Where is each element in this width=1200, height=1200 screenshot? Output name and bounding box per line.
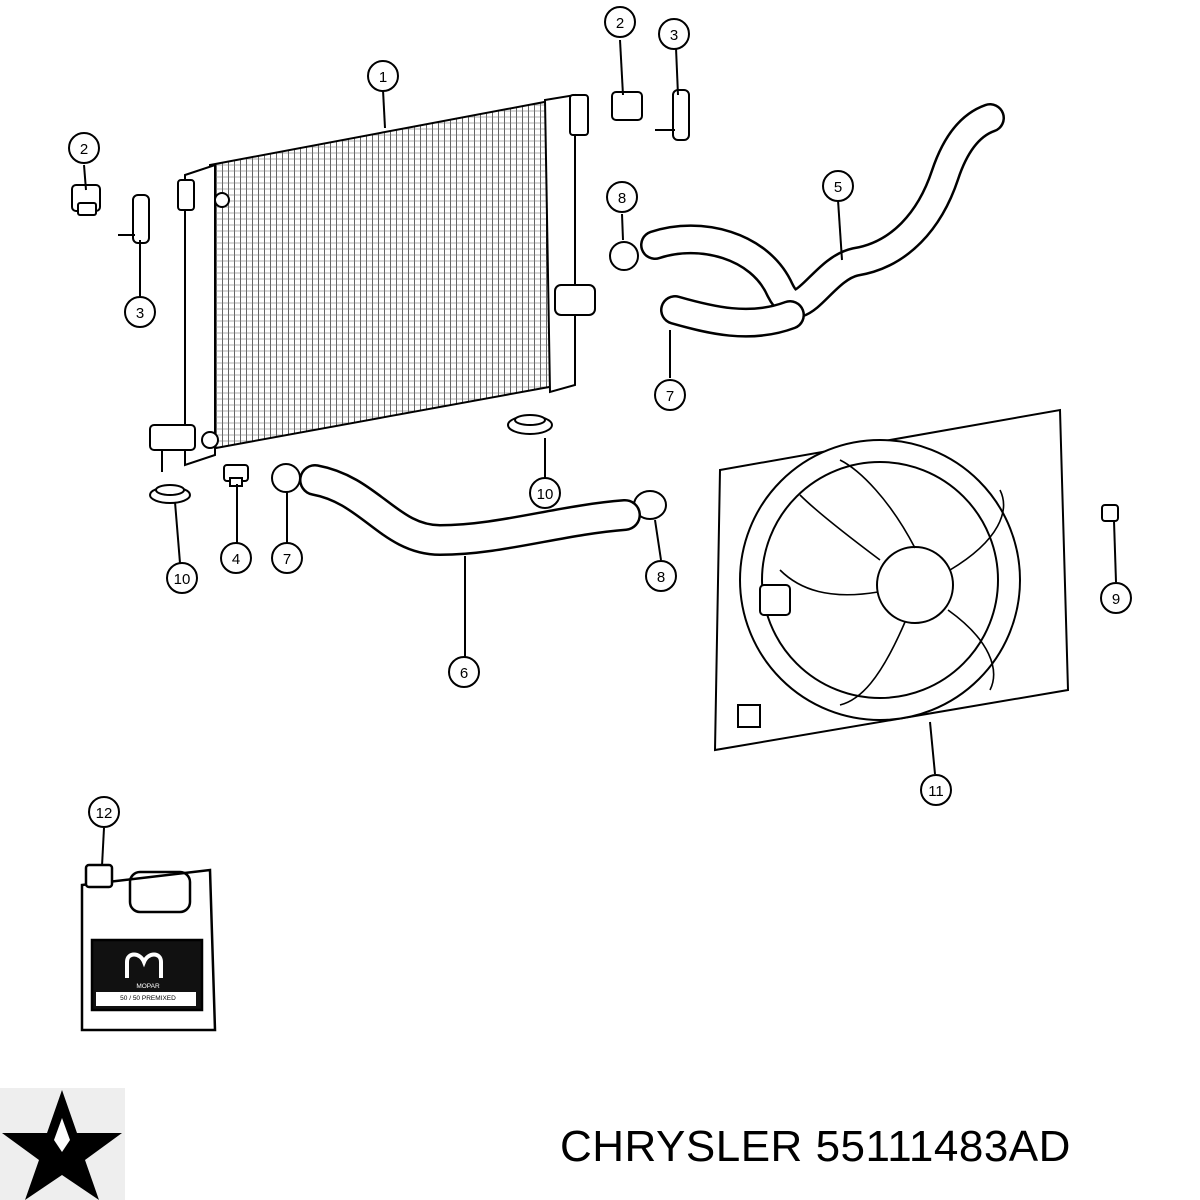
callout-2-left: 2 bbox=[68, 132, 100, 164]
fan-blades bbox=[779, 459, 1005, 706]
callout-label: 2 bbox=[80, 141, 88, 158]
fan-push-pin bbox=[1101, 504, 1119, 522]
callout-2-top: 2 bbox=[604, 6, 636, 38]
part-title: CHRYSLER 55111483AD bbox=[560, 1112, 1180, 1182]
callout-7-left: 7 bbox=[271, 542, 303, 574]
callout-label: 1 bbox=[379, 69, 387, 86]
leader-lines bbox=[83, 39, 1117, 867]
callout-label: 4 bbox=[232, 551, 240, 568]
callout-label: 10 bbox=[537, 486, 554, 503]
sensor-left bbox=[118, 194, 150, 244]
upper-radiator-hose bbox=[640, 103, 1005, 338]
callout-label: 6 bbox=[460, 665, 468, 682]
callout-label: 8 bbox=[657, 569, 665, 586]
fan-shroud bbox=[713, 408, 1070, 752]
callout-7-right: 7 bbox=[654, 379, 686, 411]
callout-5: 5 bbox=[822, 170, 854, 202]
callout-10-right: 10 bbox=[529, 477, 561, 509]
callout-label: 11 bbox=[928, 783, 944, 800]
callout-1: 1 bbox=[367, 60, 399, 92]
callout-11: 11 bbox=[920, 774, 952, 806]
sensor-clip-top bbox=[611, 91, 643, 121]
callout-9: 9 bbox=[1100, 582, 1132, 614]
callout-12: 12 bbox=[88, 796, 120, 828]
callout-label: 10 bbox=[174, 571, 191, 588]
callout-label: 7 bbox=[283, 551, 291, 568]
callout-label: 12 bbox=[96, 805, 113, 822]
jug-label: MOPAR 50 / 50 PREMIXED bbox=[120, 983, 176, 1002]
jug-label-line: MOPAR bbox=[136, 983, 160, 990]
callouts: 1 2 3 2 3 8 5 7 10 4 7 10 6 8 9 11 12 bbox=[68, 6, 1132, 828]
jug-label-line: 50 / 50 PREMIXED bbox=[120, 995, 176, 1002]
brand-name: CHRYSLER bbox=[560, 1122, 803, 1171]
sensor-top bbox=[655, 89, 690, 141]
lower-radiator-hose bbox=[299, 464, 641, 557]
drain-plug bbox=[223, 464, 249, 487]
callout-8-right: 8 bbox=[645, 560, 677, 592]
coolant-jug: MOPAR 50 / 50 PREMIXED bbox=[80, 863, 217, 1032]
callout-label: 5 bbox=[834, 179, 842, 196]
callout-10-left: 10 bbox=[166, 562, 198, 594]
isolator-lower-right bbox=[507, 414, 553, 435]
callout-3-left: 3 bbox=[124, 296, 156, 328]
callout-label: 9 bbox=[1112, 591, 1120, 608]
isolator-lower-left bbox=[149, 484, 191, 504]
callout-label: 2 bbox=[616, 15, 624, 32]
callout-6: 6 bbox=[448, 656, 480, 688]
clamp-lower bbox=[271, 463, 301, 493]
clamp-upper bbox=[609, 241, 639, 271]
callout-label: 3 bbox=[136, 305, 144, 322]
callout-4: 4 bbox=[220, 542, 252, 574]
callout-label: 3 bbox=[670, 27, 678, 44]
callout-label: 7 bbox=[666, 388, 674, 405]
callout-8-top: 8 bbox=[606, 181, 638, 213]
radiator bbox=[149, 93, 596, 472]
callout-3-top: 3 bbox=[658, 18, 690, 50]
brand-logo bbox=[0, 1088, 125, 1200]
part-number: 55111483AD bbox=[815, 1122, 1071, 1171]
callout-label: 8 bbox=[618, 190, 626, 207]
